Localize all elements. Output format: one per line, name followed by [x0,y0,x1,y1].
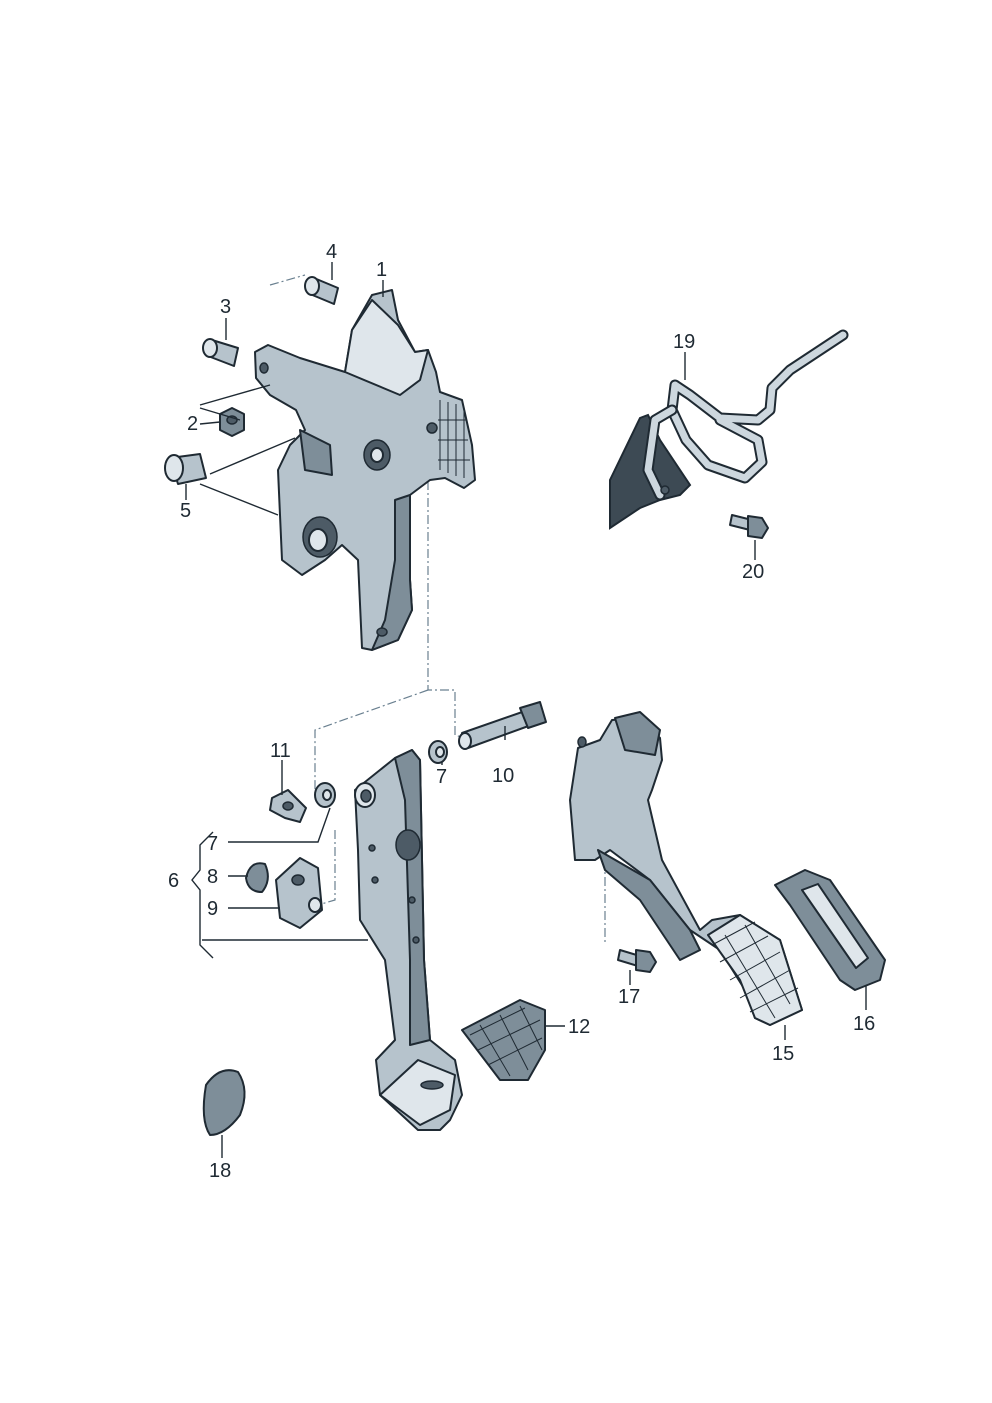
callout-4: 4 [326,241,337,263]
cap-18 [202,1069,246,1136]
retaining-clip-11 [269,789,307,823]
callout-6: 6 [168,870,179,892]
switch-holder-9 [275,857,323,929]
callout-1: 1 [376,259,387,281]
callout-3: 3 [220,296,231,318]
callout-7-right: 7 [436,766,447,788]
cap-8 [245,862,269,893]
group-6-brace [191,831,368,959]
callout-8: 8 [207,866,218,888]
bushing-3 [202,338,239,367]
bushing-5 [164,453,207,485]
leader-lines [185,262,867,1158]
callout-19: 19 [673,331,695,353]
callout-5: 5 [180,500,191,522]
pedal-pad-16 [774,869,886,991]
callout-12: 12 [568,1016,590,1038]
callout-16: 16 [853,1013,875,1035]
callout-20: 20 [742,561,764,583]
callout-7-left: 7 [207,833,218,855]
callout-11: 11 [270,740,291,762]
bolt-20 [729,514,769,539]
pedal-pad-12 [461,999,546,1081]
callout-15: 15 [772,1043,794,1065]
pivot-pin-10 [458,701,547,750]
accelerator-pedal-15 [569,711,803,1026]
callout-10: 10 [492,765,514,787]
bushing-4 [304,276,339,305]
callout-2: 2 [187,413,198,435]
callout-9: 9 [207,898,218,920]
callout-17: 17 [618,986,640,1008]
washer-7-right [428,740,448,764]
brake-pedal-lever [354,749,463,1131]
return-spring-bracket-19 [609,329,849,530]
bolt-17 [617,949,657,973]
callout-labels: 1 2 3 4 5 6 7 7 8 9 10 11 12 15 16 17 18… [168,241,875,1182]
callout-18: 18 [209,1160,231,1182]
assembly-lines [269,274,606,945]
pedal-bracket [254,289,476,651]
hex-nut-2 [219,407,245,437]
washer-7-left [314,782,336,808]
